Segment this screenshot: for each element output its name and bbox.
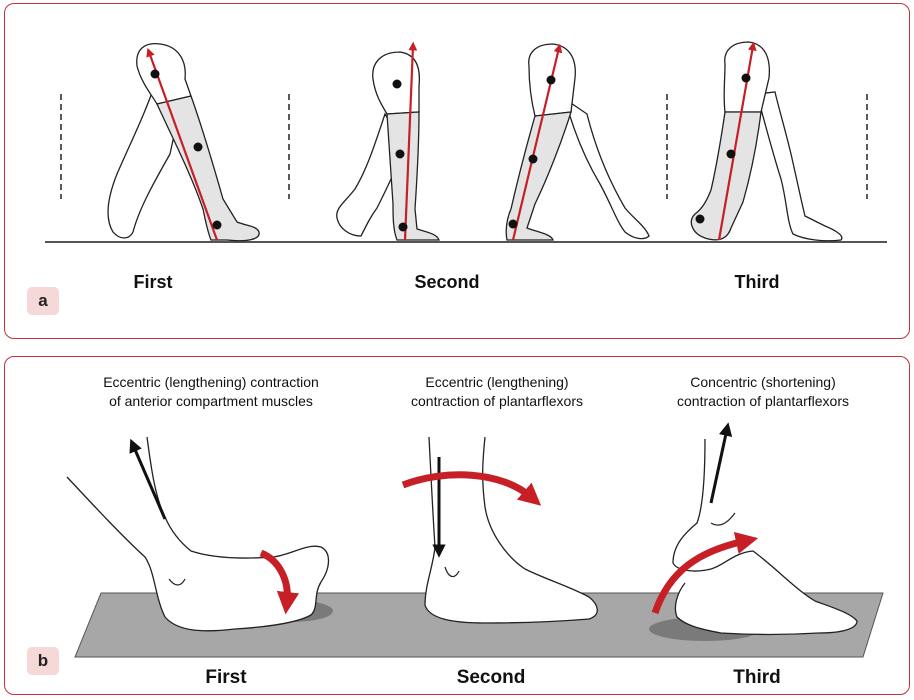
joint-hip-second [392, 79, 402, 89]
caption-third-line2: contraction of plantarflexors [677, 393, 849, 409]
caption-first: Eccentric (lengthening) contraction of a… [103, 373, 319, 411]
panel-b-muscle-contraction: Eccentric (lengthening) contraction of a… [4, 356, 910, 695]
phase-label-second: Second [414, 272, 480, 292]
joint-hip-first [150, 69, 160, 79]
rotation-arrow-second [401, 471, 542, 506]
joint-knee-first [193, 142, 203, 152]
joint-ankle-third [695, 214, 705, 224]
phase-label-third-b: Third [733, 667, 781, 688]
panel-b-illustration [66, 422, 884, 658]
caption-second-line2: contraction of plantarflexors [411, 393, 583, 409]
phase-label-second-b: Second [456, 667, 526, 688]
caption-first-line1: Eccentric (lengthening) contraction [103, 374, 319, 390]
phase-label-first-b: First [205, 667, 247, 688]
panel-a-gait-phases: First Second Third a [4, 3, 910, 339]
muscle-direction-arrow-first [129, 438, 167, 520]
ground-reaction-arrow-second [403, 41, 418, 241]
panel-badge-a: a [27, 287, 59, 315]
joint-ankle-first [212, 220, 222, 230]
ground-reaction-arrow-first [146, 47, 219, 241]
caption-third: Concentric (shortening) contraction of p… [677, 373, 849, 411]
panel-badge-b: b [27, 647, 59, 675]
rotation-arrow-third [651, 531, 759, 615]
caption-second: Eccentric (lengthening) contraction of p… [411, 373, 583, 411]
leg-figure-first [107, 43, 260, 242]
foot-figure-second [424, 436, 598, 624]
phase-label-first: First [133, 272, 173, 292]
phase-label-third: Third [734, 272, 780, 292]
panel-a-illustration [45, 41, 887, 243]
leg-figure-third [690, 41, 843, 242]
joint-knee-second [395, 149, 405, 159]
caption-first-line2: of anterior compartment muscles [109, 393, 313, 409]
foot-figure-third [649, 438, 858, 641]
joint-ankle-second [398, 222, 408, 232]
joint-hip-second-late [546, 75, 556, 85]
joint-knee-second-late [528, 154, 538, 164]
muscle-direction-arrow-third [709, 422, 733, 504]
joint-ankle-second-late [508, 219, 518, 229]
leg-figure-second-late [505, 43, 650, 241]
caption-third-line1: Concentric (shortening) [690, 374, 836, 390]
joint-hip-third [741, 73, 751, 83]
caption-second-line1: Eccentric (lengthening) [425, 374, 569, 390]
leg-figure-second [336, 51, 440, 241]
joint-knee-third [726, 149, 736, 159]
rotation-arrow-first [259, 549, 300, 615]
